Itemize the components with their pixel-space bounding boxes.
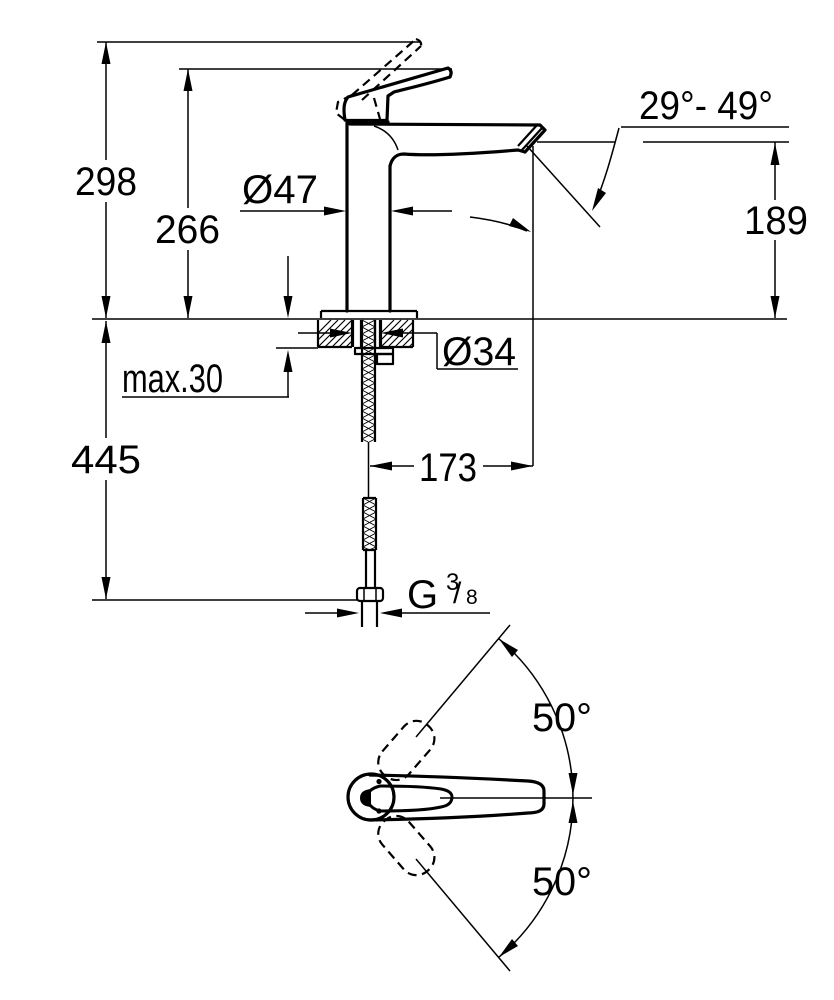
- thread-g-label: G: [407, 573, 438, 617]
- faucet-body: [345, 120, 392, 313]
- thread-slash: /: [453, 577, 462, 610]
- dim-298-label: 298: [75, 160, 137, 204]
- dim-swing-upper-label: 50°: [532, 696, 592, 740]
- dim-swing-lower-label: 50°: [532, 860, 592, 904]
- spout-inner-fillet: [373, 125, 399, 151]
- supply-hose-upper: [360, 319, 377, 443]
- dim-max30-label: max.30: [122, 357, 223, 401]
- dim-173-label: 173: [419, 446, 477, 490]
- base-flange: [319, 309, 419, 318]
- dimension-hole-diameter: Ø34: [298, 328, 518, 374]
- dim-266-label: 266: [155, 208, 220, 252]
- dimension-height-to-lever: 266: [155, 68, 452, 318]
- hose-end-nut: [355, 586, 385, 603]
- dim-47-label: Ø47: [242, 168, 318, 212]
- handle-inner-wedge: [365, 784, 454, 813]
- dim-189-label: 189: [744, 199, 808, 243]
- aerator-stripes: [517, 123, 543, 151]
- lever-handle-outline: [342, 66, 453, 122]
- thread-connector: [360, 601, 379, 627]
- dimension-height-overall: 298: [75, 41, 420, 318]
- dim-445-label: 445: [71, 438, 141, 482]
- hose-end-nut-facets: [363, 589, 377, 600]
- dimension-thread: G 3 / 8: [305, 569, 490, 618]
- supply-hose-lower: [361, 496, 378, 552]
- mounting-nut: [375, 352, 395, 366]
- swing-arc: [498, 638, 574, 958]
- dimension-spout-reach: 173: [370, 446, 533, 490]
- thread-numerator: 3: [446, 569, 459, 596]
- dimension-body-diameter: Ø47: [240, 168, 452, 216]
- dim-34-label: Ø34: [442, 330, 516, 374]
- hose-end-tube: [364, 550, 377, 588]
- dimension-hose-length: 445: [71, 321, 357, 601]
- dimension-deck-thickness: max.30: [122, 256, 293, 401]
- water-stream-line: [526, 145, 601, 228]
- faucet-top-view: 50° 50°: [346, 624, 592, 972]
- lever-handle-raised-dashed: [334, 37, 423, 121]
- faucet-spout: [348, 122, 547, 168]
- dimension-outlet-height: 189: [537, 141, 808, 318]
- handle-dot-bottom: [376, 808, 382, 814]
- swing-boundary-lower: [415, 858, 511, 972]
- handle-dot-top: [376, 778, 382, 785]
- thread-denominator: 8: [466, 586, 478, 609]
- dimension-spout-angle: 29°- 49°: [469, 84, 789, 466]
- dim-angle-range-label: 29°- 49°: [639, 84, 773, 128]
- handle-cartridge-mark: [360, 789, 371, 807]
- swing-boundary-upper: [415, 624, 511, 738]
